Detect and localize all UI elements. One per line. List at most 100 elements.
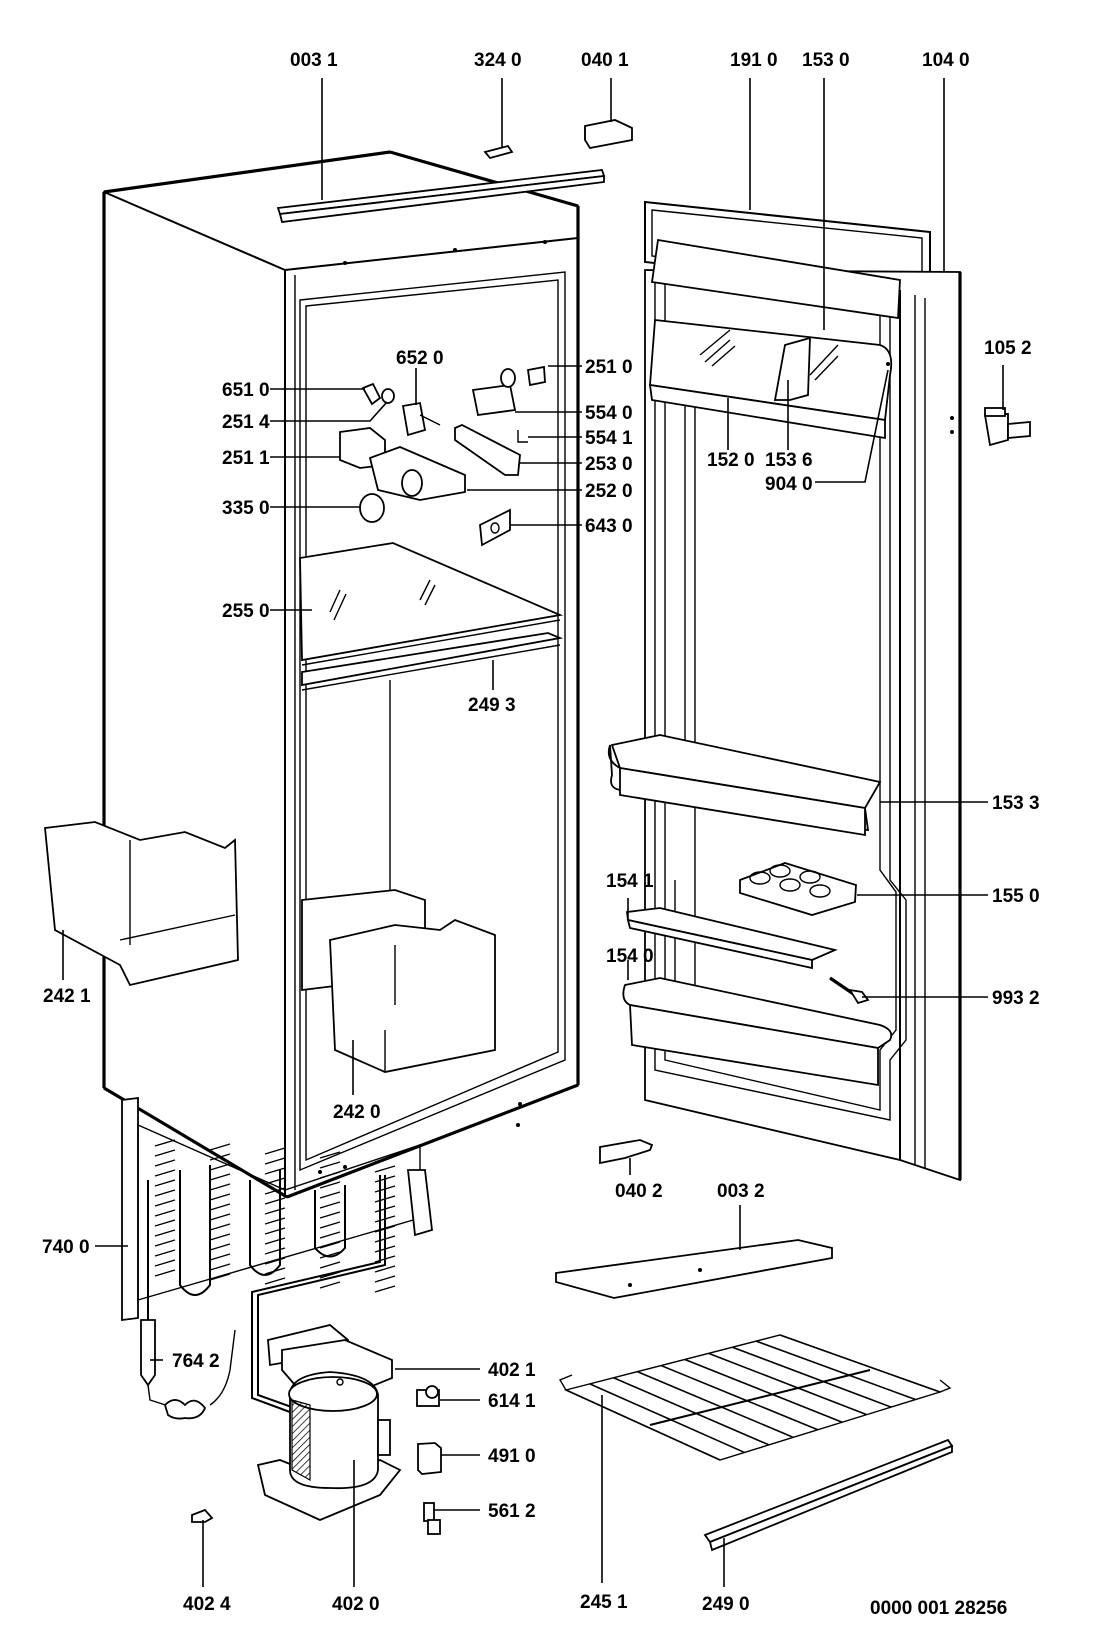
- label-491-0: 491 0: [488, 1446, 536, 1467]
- condenser-fin: [154, 1249, 176, 1257]
- label-251-0: 251 0: [585, 357, 633, 378]
- label-154-1: 154 1: [606, 871, 654, 892]
- part-614-1-relay: [416, 1385, 440, 1407]
- condenser-fin: [209, 1143, 231, 1151]
- label-904-0: 904 0: [765, 474, 813, 495]
- condenser-fin: [209, 1193, 231, 1201]
- label-155-0: 155 0: [992, 886, 1040, 907]
- condenser-fin: [264, 1277, 286, 1285]
- grille-wire: [708, 1352, 867, 1416]
- condenser-fin: [319, 1261, 341, 1269]
- condenser-fin: [264, 1157, 286, 1165]
- grille-wire: [637, 1370, 794, 1439]
- label-764-2: 764 2: [172, 1351, 220, 1372]
- condenser-fin: [319, 1161, 341, 1169]
- condenser-fin: [264, 1257, 286, 1265]
- condenser-fin: [319, 1221, 341, 1229]
- condenser-fin: [209, 1263, 231, 1271]
- condenser-fin: [209, 1163, 231, 1171]
- label-561-2: 561 2: [488, 1501, 536, 1522]
- label-643-0: 643 0: [585, 516, 633, 537]
- label-105-2: 105 2: [984, 338, 1032, 359]
- part-993-2-tool: [829, 976, 870, 1005]
- label-402-0: 402 0: [332, 1594, 380, 1615]
- part-491-0-cover: [417, 1442, 442, 1475]
- condenser-fin: [264, 1177, 286, 1185]
- condenser-fin: [154, 1189, 176, 1197]
- grille-wire: [565, 1389, 721, 1461]
- grille-wire: [755, 1340, 916, 1401]
- condenser-fin: [154, 1199, 176, 1207]
- condenser-fin: [209, 1273, 231, 1281]
- condenser-fin: [319, 1251, 341, 1259]
- condenser-fin: [264, 1217, 286, 1225]
- part-249-0-trim-strip: [703, 1438, 954, 1552]
- condenser-fin: [319, 1171, 341, 1179]
- label-104-0: 104 0: [922, 50, 970, 71]
- condenser-fin: [264, 1167, 286, 1175]
- condenser-fin: [154, 1159, 176, 1167]
- condenser-fin: [374, 1285, 396, 1293]
- label-651-0: 651 0: [222, 380, 270, 401]
- condenser-fin: [264, 1227, 286, 1235]
- label-402-1: 402 1: [488, 1360, 536, 1381]
- label-252-0: 252 0: [585, 481, 633, 502]
- grille-wire: [589, 1383, 745, 1454]
- part-labels: 003 1 324 0 040 1 191 0 153 0 104 0 105 …: [42, 50, 1040, 1619]
- condenser-fin: [319, 1151, 341, 1159]
- condenser-fin: [319, 1241, 341, 1249]
- part-003-2-bottom-strip: [555, 1239, 833, 1299]
- grille-wire: [684, 1358, 843, 1423]
- condenser-fin: [374, 1165, 396, 1173]
- condenser-fin: [264, 1247, 286, 1255]
- condenser-fin: [319, 1231, 341, 1239]
- part-402-0-compressor: [256, 1371, 402, 1521]
- condenser-fin: [209, 1243, 231, 1251]
- part-764-2-filter-drier: [140, 1180, 236, 1420]
- part-105-2-hinge: [983, 407, 1031, 447]
- grille-wire: [732, 1346, 892, 1408]
- label-251-4: 251 4: [222, 412, 270, 433]
- part-561-2-overload: [423, 1502, 441, 1535]
- label-249-3: 249 3: [468, 695, 516, 716]
- label-242-0: 242 0: [333, 1102, 381, 1123]
- part-003-1-top-strip: [276, 169, 606, 223]
- label-253-0: 253 0: [585, 454, 633, 475]
- part-402-4-clip: [191, 1508, 214, 1523]
- condenser-fin: [154, 1229, 176, 1237]
- condenser-fin: [264, 1197, 286, 1205]
- condenser-fin: [319, 1211, 341, 1219]
- condenser-fin: [209, 1223, 231, 1231]
- label-335-0: 335 0: [222, 498, 270, 519]
- condenser-fin: [319, 1281, 341, 1289]
- part-255-0-glass-shelf: [299, 542, 564, 666]
- part-324-0-clip: [483, 144, 514, 160]
- grille-wire: [779, 1334, 941, 1393]
- label-255-0: 255 0: [222, 601, 270, 622]
- label-245-1: 245 1: [580, 1592, 628, 1613]
- condenser-fin: [374, 1265, 396, 1273]
- condenser-fin: [264, 1147, 286, 1155]
- label-153-3: 153 3: [992, 793, 1040, 814]
- condenser-fin: [264, 1207, 286, 1215]
- label-614-1: 614 1: [488, 1391, 536, 1412]
- condenser-fin: [154, 1259, 176, 1267]
- condenser-fin: [374, 1155, 396, 1163]
- condenser-fin: [209, 1203, 231, 1211]
- label-242-1: 242 1: [43, 986, 91, 1007]
- label-154-0: 154 0: [606, 946, 654, 967]
- label-251-1: 251 1: [222, 448, 270, 469]
- condenser-fin: [209, 1173, 231, 1181]
- part-242-1-crisper: [44, 821, 239, 987]
- condenser-fin: [209, 1183, 231, 1191]
- label-554-1: 554 1: [585, 428, 633, 449]
- label-040-1: 040 1: [581, 50, 629, 71]
- part-740-0-condenser: [121, 1096, 433, 1416]
- label-003-1: 003 1: [290, 50, 338, 71]
- label-402-4: 402 4: [183, 1594, 231, 1615]
- part-153-0-butter-compartment: [648, 238, 901, 440]
- label-554-0: 554 0: [585, 403, 633, 424]
- grille-wire: [613, 1377, 770, 1446]
- document-number: 0000 001 28256: [870, 1598, 1007, 1619]
- label-003-2: 003 2: [717, 1181, 765, 1202]
